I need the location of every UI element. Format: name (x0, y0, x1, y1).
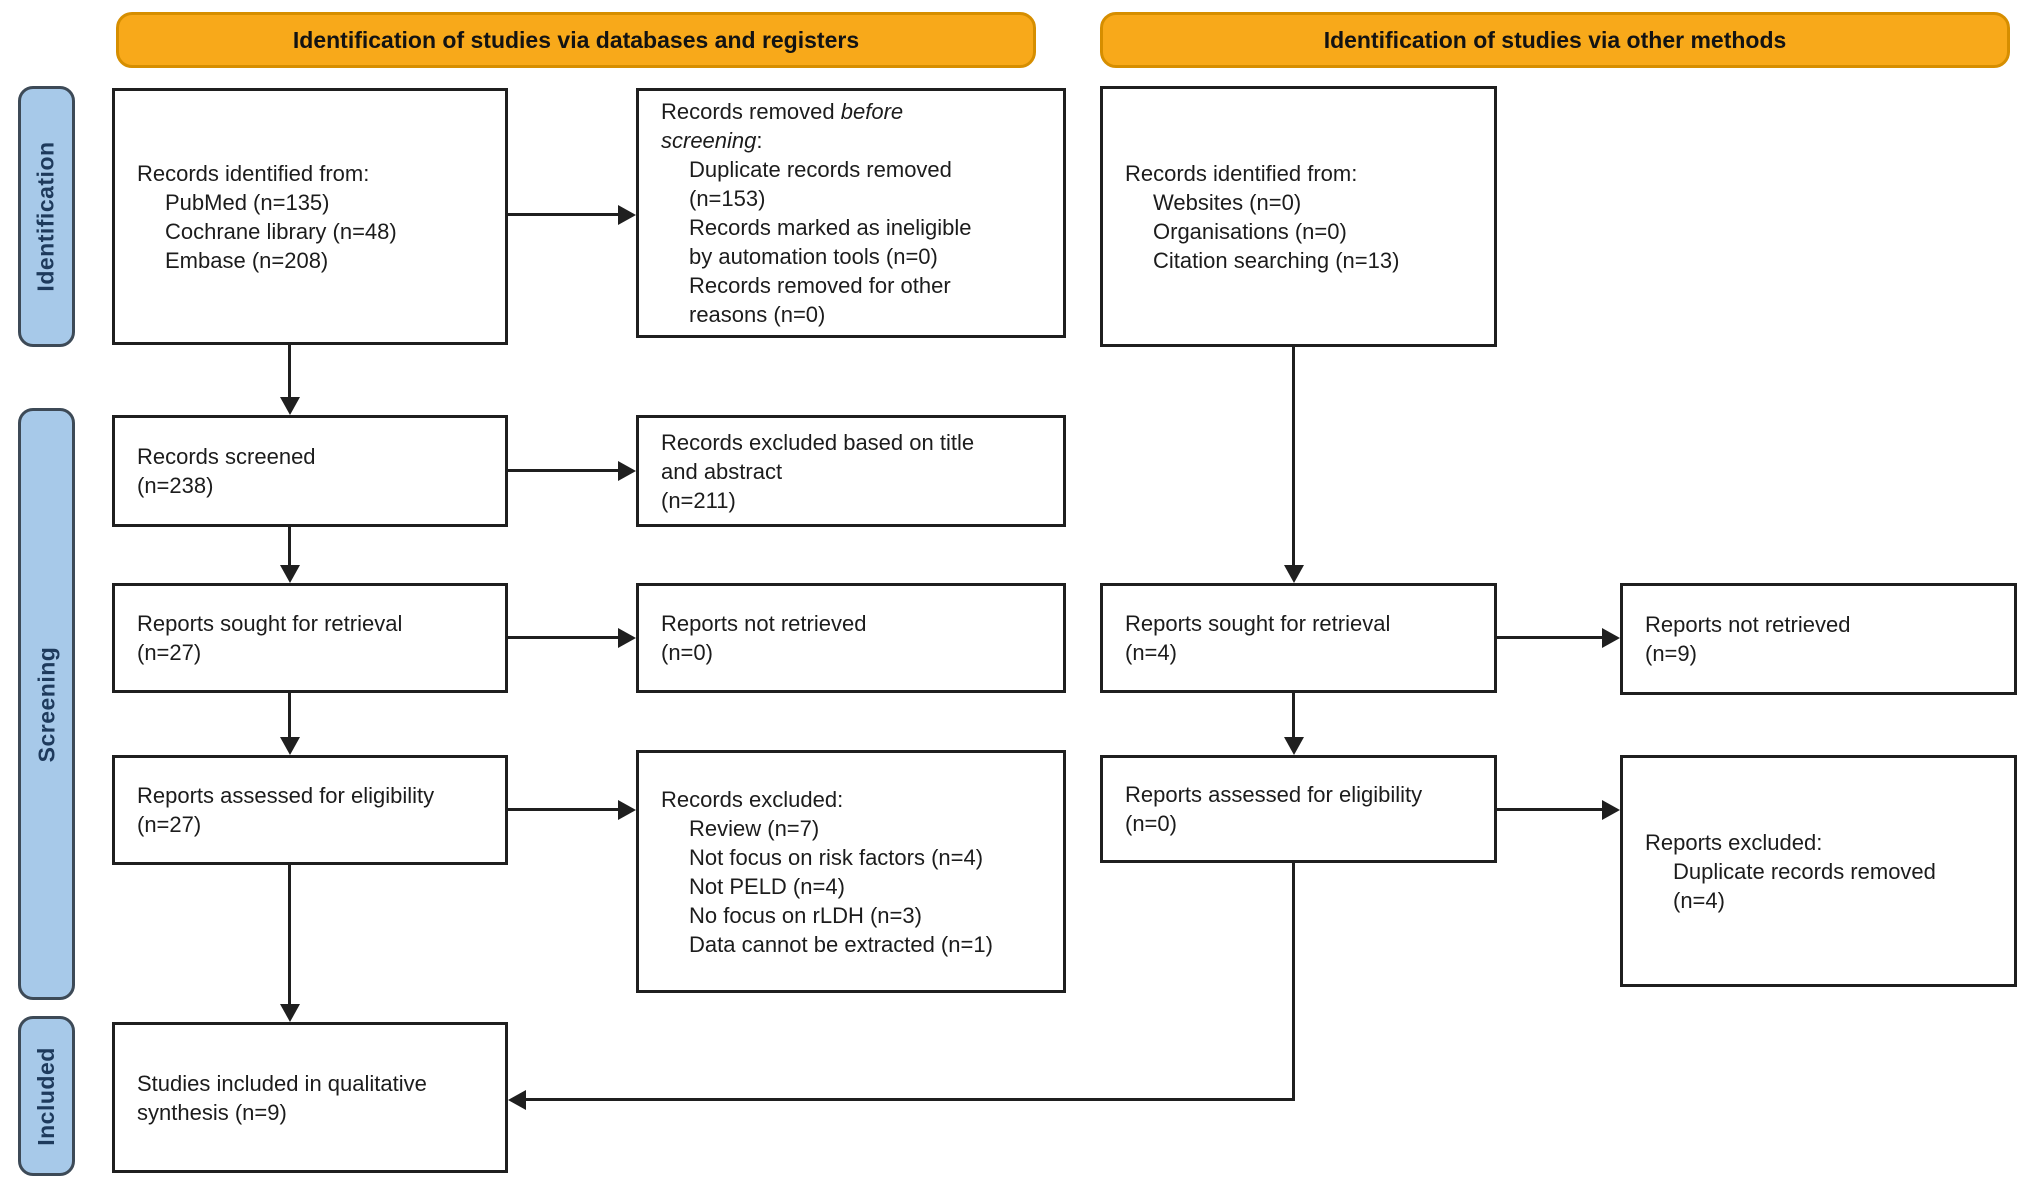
arrow-assessed-db-to-included-shaft (288, 865, 291, 1006)
box-line: (n=9) (1645, 641, 1697, 666)
arrow-assessed-other-to-excluded-other-shaft (1497, 808, 1604, 811)
box-line: Duplicate records removed (1673, 858, 1936, 884)
arrow-assessed-db-to-excluded-reasons-head (618, 800, 636, 820)
arrow-sought-other-to-assessed-other-shaft (1292, 693, 1295, 739)
box-line: Reports assessed for eligibility (1125, 782, 1423, 807)
box-line: Records removed before (661, 99, 904, 124)
box-reports-assessed-databases: Reports assessed for eligibility (n=27) (112, 755, 508, 865)
box-line: (n=4) (1125, 640, 1177, 665)
box-line: Embase (n=208) (165, 247, 329, 273)
connector-assessed-other-to-included-head (508, 1090, 526, 1110)
box-records-removed-before-screening: Records removed before screening: Duplic… (636, 88, 1066, 338)
box-studies-included: Studies included in qualitative synthesi… (112, 1022, 508, 1173)
box-line: reasons (n=0) (689, 302, 826, 327)
arrow-sought-other-to-assessed-other-head (1284, 737, 1304, 755)
box-reports-assessed-other: Reports assessed for eligibility (n=0) (1100, 755, 1497, 863)
box-line: Duplicate records removed (689, 157, 952, 182)
box-line: Cochrane library (n=48) (165, 218, 397, 244)
box-line: (n=0) (661, 640, 713, 665)
box-reports-not-retrieved-other: Reports not retrieved (n=9) (1620, 583, 2017, 695)
arrow-identified-other-to-sought-other-shaft (1292, 347, 1295, 567)
box-line: synthesis (n=9) (137, 1099, 287, 1125)
box-records-identified-databases: Records identified from: PubMed (n=135) … (112, 88, 508, 345)
box-line: Reports sought for retrieval (137, 611, 403, 636)
box-line: Reports excluded: (1645, 829, 1823, 855)
box-reports-excluded-other: Reports excluded: Duplicate records remo… (1620, 755, 2017, 987)
banner-databases-registers: Identification of studies via databases … (116, 12, 1036, 68)
connector-assessed-other-to-included-horizontal (524, 1098, 1295, 1101)
box-line: Records screened (137, 444, 316, 469)
arrow-identified-db-to-screened-shaft (288, 345, 291, 399)
stage-label-identification-text: Identification (33, 141, 59, 292)
box-line: Citation searching (n=13) (1153, 247, 1400, 273)
box-line: Reports assessed for eligibility (137, 783, 435, 808)
arrow-screened-to-excluded-shaft (508, 469, 620, 472)
arrow-screened-to-sought-db-head (280, 565, 300, 583)
box-line: Records removed for other (689, 273, 951, 298)
box-line: Not PELD (n=4) (689, 873, 845, 899)
box-records-screened: Records screened (n=238) (112, 415, 508, 527)
arrow-screened-to-excluded-head (618, 461, 636, 481)
banner-other-methods: Identification of studies via other meth… (1100, 12, 2010, 68)
box-line: (n=211) (661, 487, 736, 513)
box-line: Records excluded based on title (661, 429, 975, 455)
box-reports-sought-other: Reports sought for retrieval (n=4) (1100, 583, 1497, 693)
box-line: No focus on rLDH (n=3) (689, 902, 922, 928)
box-line: (n=238) (137, 473, 214, 498)
stage-label-identification: Identification (18, 86, 75, 347)
box-line: Records identified from: (137, 160, 370, 186)
arrow-sought-db-to-assessed-db-shaft (288, 693, 291, 739)
box-line: screening: (661, 128, 763, 153)
stage-label-screening: Screening (18, 408, 75, 1000)
arrow-identified-db-to-removed-shaft (508, 213, 620, 216)
arrow-identified-db-to-screened-head (280, 397, 300, 415)
arrow-assessed-db-to-included-head (280, 1004, 300, 1022)
box-line: Reports not retrieved (1645, 612, 1851, 637)
box-line: Data cannot be extracted (n=1) (689, 931, 993, 957)
box-records-excluded-reasons: Records excluded: Review (n=7) Not focus… (636, 750, 1066, 993)
box-line: (n=27) (137, 640, 202, 665)
box-reports-not-retrieved-databases: Reports not retrieved (n=0) (636, 583, 1066, 693)
box-line: (n=0) (1125, 811, 1177, 836)
arrow-screened-to-sought-db-shaft (288, 527, 291, 567)
stage-label-included: Included (18, 1016, 75, 1176)
box-line: Reports sought for retrieval (1125, 611, 1391, 636)
stage-label-included-text: Included (33, 1046, 59, 1146)
box-line: Studies included in qualitative (137, 1070, 427, 1096)
arrow-sought-other-to-not-retrieved-shaft (1497, 636, 1604, 639)
arrow-identified-other-to-sought-other-head (1284, 565, 1304, 583)
connector-assessed-other-to-included-vertical (1292, 863, 1295, 1101)
box-line: Not focus on risk factors (n=4) (689, 844, 984, 870)
arrow-sought-db-to-not-retrieved-head (618, 628, 636, 648)
box-line: and abstract (661, 458, 783, 484)
arrow-sought-other-to-not-retrieved-head (1602, 628, 1620, 648)
box-records-excluded-title-abstract: Records excluded based on title and abst… (636, 415, 1066, 527)
arrow-assessed-db-to-excluded-reasons-shaft (508, 808, 620, 811)
box-line: by automation tools (n=0) (689, 244, 938, 269)
box-line: PubMed (n=135) (165, 189, 330, 215)
box-line: Websites (n=0) (1153, 189, 1302, 215)
box-line: Organisations (n=0) (1153, 218, 1347, 244)
arrow-identified-db-to-removed-head (618, 205, 636, 225)
box-reports-sought-databases: Reports sought for retrieval (n=27) (112, 583, 508, 693)
arrow-sought-db-to-not-retrieved-shaft (508, 636, 620, 639)
box-line: Records marked as ineligible (689, 215, 972, 240)
arrow-assessed-other-to-excluded-other-head (1602, 800, 1620, 820)
box-line: Review (n=7) (689, 815, 820, 841)
stage-label-screening-text: Screening (33, 646, 59, 762)
box-line: Records excluded: (661, 786, 844, 812)
arrow-sought-db-to-assessed-db-head (280, 737, 300, 755)
box-line: (n=153) (689, 186, 766, 211)
box-line: (n=4) (1673, 887, 1725, 913)
box-line: Reports not retrieved (661, 611, 867, 636)
box-line: (n=27) (137, 812, 202, 837)
box-line: Records identified from: (1125, 160, 1358, 186)
box-records-identified-other: Records identified from: Websites (n=0) … (1100, 86, 1497, 347)
